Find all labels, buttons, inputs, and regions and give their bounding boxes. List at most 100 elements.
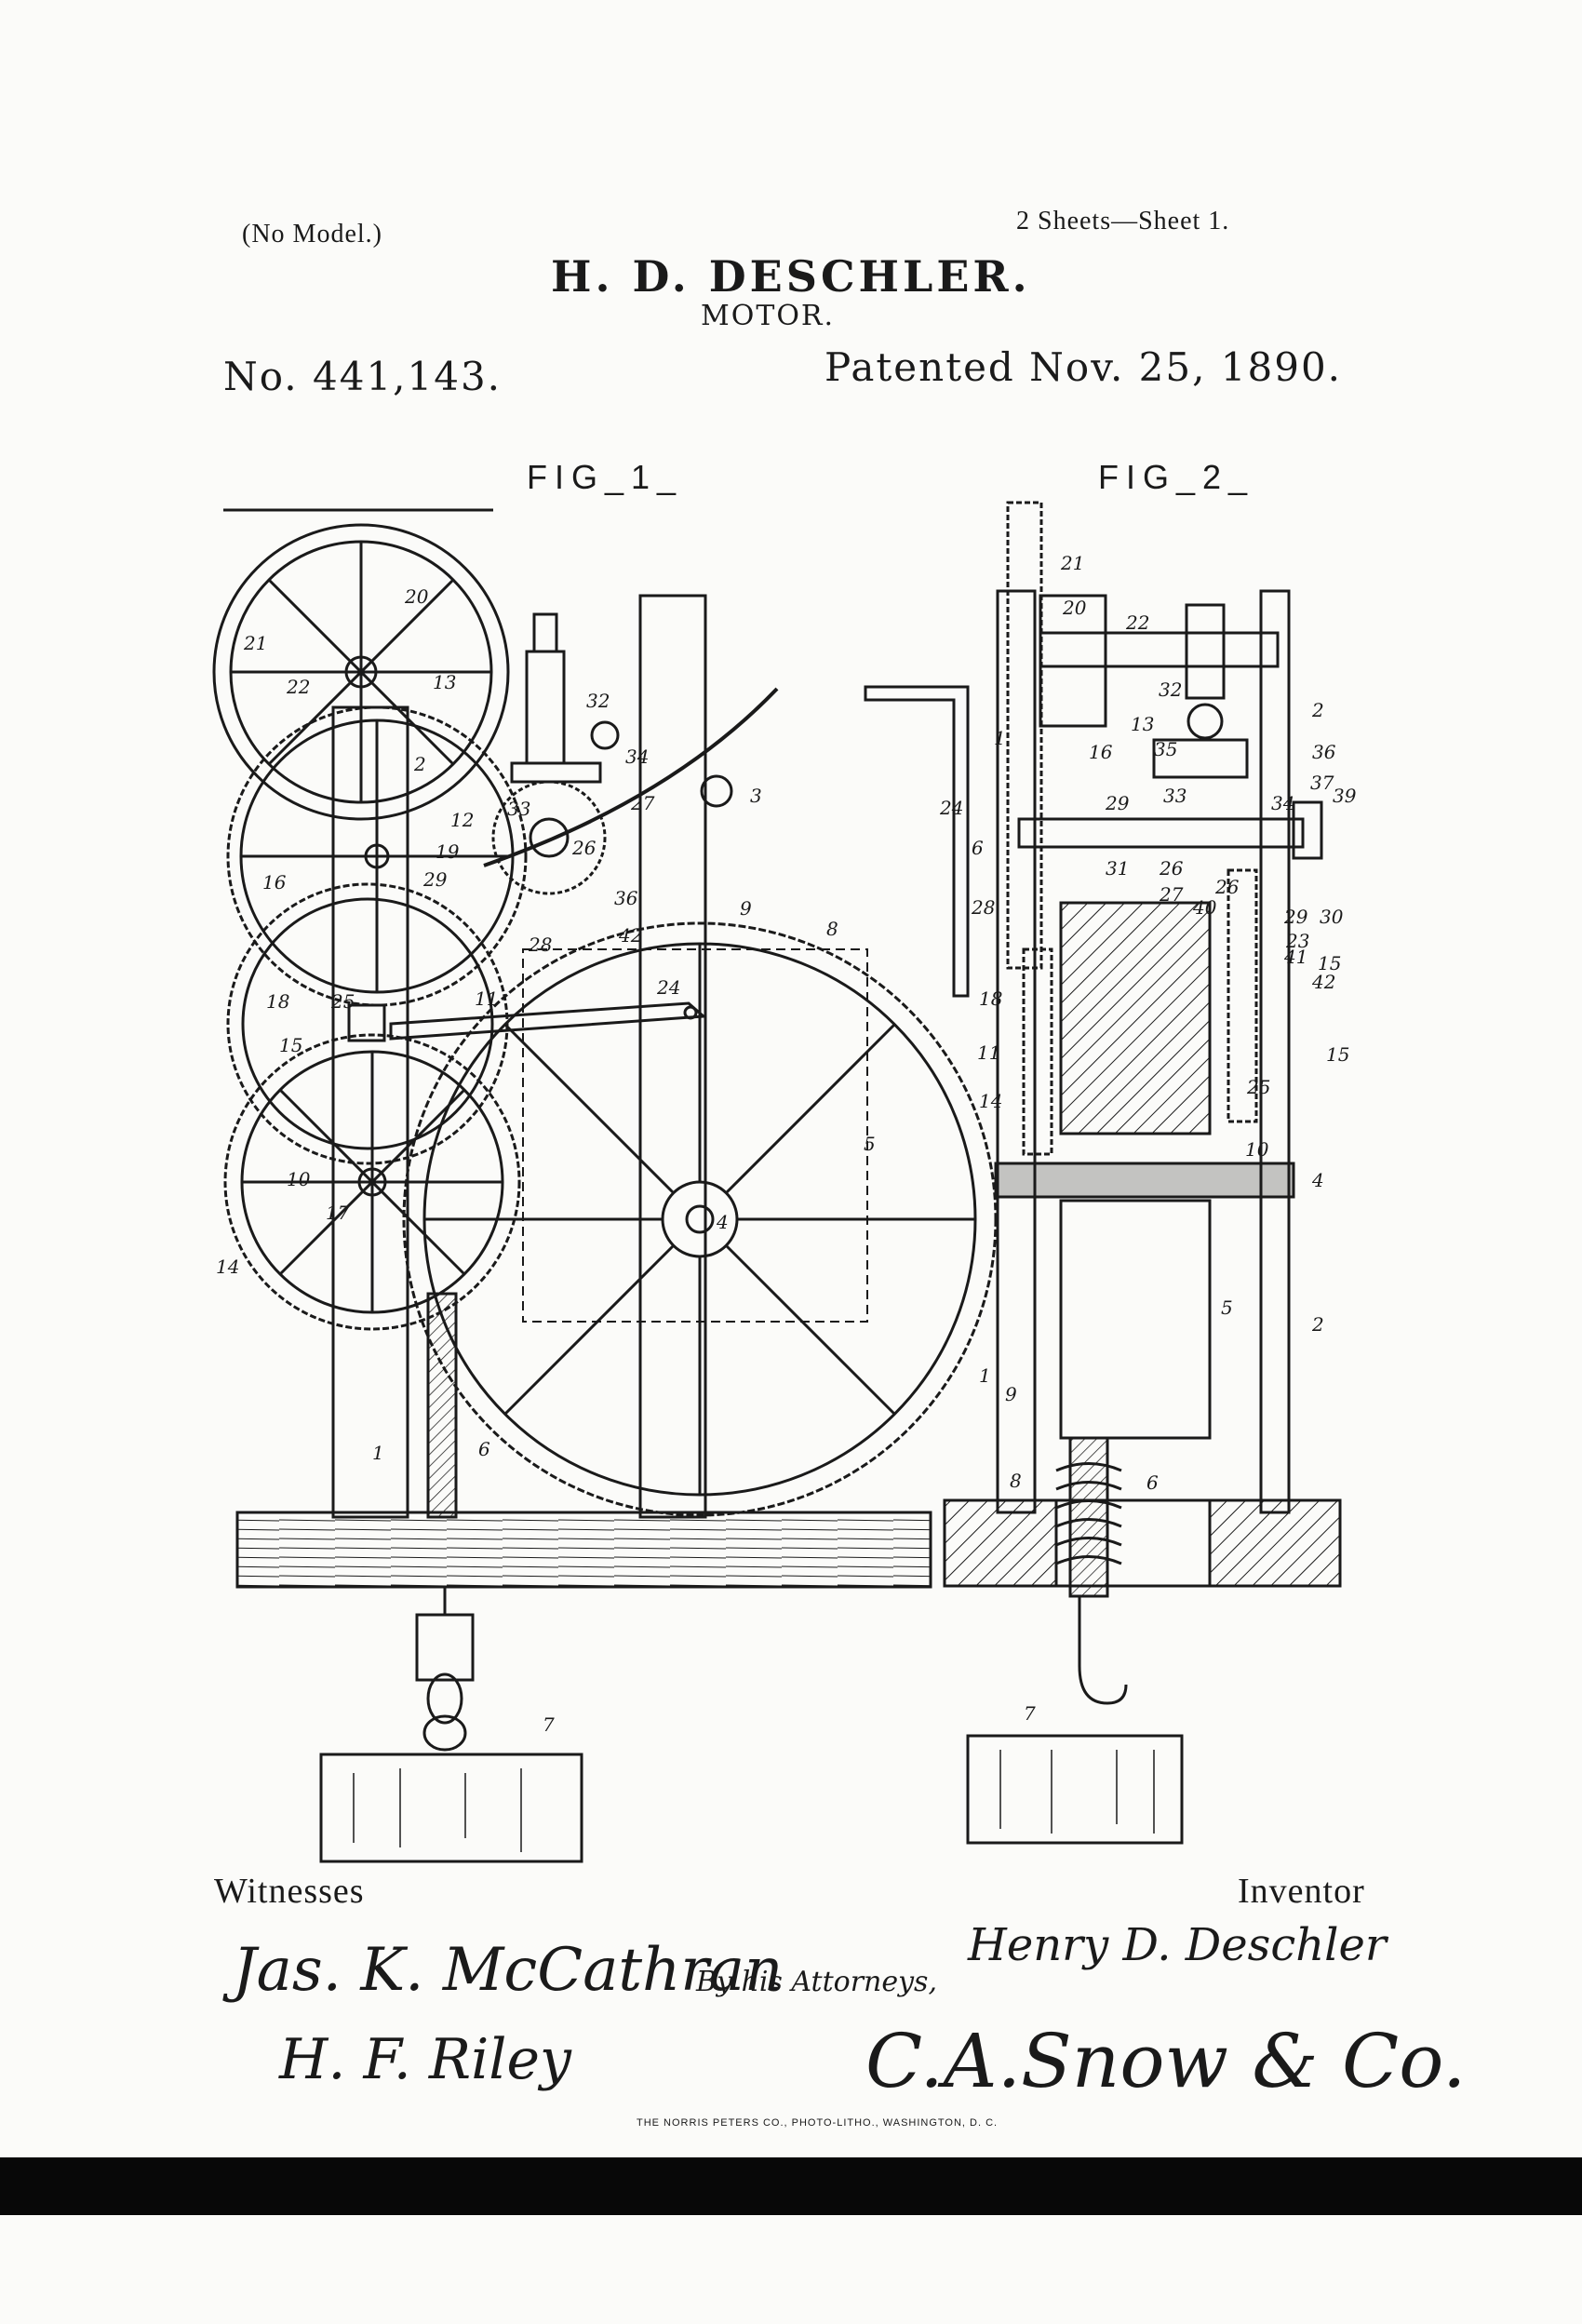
svg-text:25: 25	[1246, 1076, 1270, 1098]
svg-text:34: 34	[625, 746, 649, 768]
svg-text:35: 35	[1154, 738, 1177, 760]
fig2-drum-upper	[1059, 901, 1212, 1135]
svg-text:37: 37	[1310, 772, 1334, 794]
svg-text:14: 14	[216, 1256, 239, 1278]
patent-title: MOTOR.	[701, 300, 836, 332]
fig1-gear-14	[223, 1033, 521, 1331]
fig2-drum-lower	[1059, 1199, 1212, 1440]
fig1-base-beam	[235, 1511, 932, 1589]
by-attorneys-label: By his Attorneys,	[696, 1966, 937, 1998]
svg-text:29: 29	[1105, 792, 1130, 814]
svg-text:15: 15	[1326, 1043, 1349, 1066]
patent-number: No. 441,143.	[223, 354, 503, 399]
svg-text:8: 8	[1010, 1470, 1022, 1492]
svg-text:17: 17	[326, 1202, 350, 1224]
fig-2-label: FIG_2_	[1098, 458, 1255, 496]
svg-text:1: 1	[994, 727, 1006, 749]
svg-text:13: 13	[1131, 713, 1154, 735]
svg-text:19: 19	[436, 840, 460, 863]
svg-text:29: 29	[422, 868, 448, 891]
fig1-post-right	[638, 594, 707, 1519]
fig2-frame-right	[1259, 589, 1291, 1514]
svg-text:30: 30	[1320, 906, 1344, 928]
witness-2-signature: H. F. Riley	[279, 2027, 571, 2092]
svg-text:15: 15	[279, 1034, 302, 1056]
svg-text:28: 28	[971, 896, 995, 919]
model-note: (No Model.)	[242, 220, 382, 249]
inventor-name: H. D. DESCHLER.	[551, 251, 1031, 302]
svg-text:22: 22	[1125, 611, 1149, 634]
svg-text:32: 32	[586, 690, 610, 712]
svg-text:18: 18	[266, 990, 289, 1013]
svg-text:1: 1	[372, 1442, 384, 1464]
svg-text:9: 9	[740, 897, 752, 920]
svg-text:4: 4	[716, 1211, 729, 1233]
svg-text:9: 9	[1005, 1383, 1017, 1405]
fig1-gear-33	[491, 780, 607, 895]
svg-text:21: 21	[243, 632, 267, 654]
svg-text:24: 24	[656, 976, 680, 999]
svg-text:26: 26	[1214, 876, 1240, 898]
svg-text:7: 7	[543, 1713, 555, 1736]
svg-text:11: 11	[977, 1041, 1000, 1064]
inventor-signature: Henry D. Deschler	[968, 1919, 1387, 1971]
svg-text:36: 36	[614, 887, 638, 909]
svg-text:7: 7	[1024, 1702, 1036, 1725]
svg-text:6: 6	[478, 1438, 490, 1460]
svg-text:21: 21	[1060, 552, 1084, 574]
figure-2	[864, 501, 1342, 1845]
svg-text:11: 11	[475, 987, 498, 1010]
svg-text:16: 16	[262, 871, 287, 893]
fig1-pulley-21	[212, 523, 510, 821]
svg-text:20: 20	[1062, 597, 1087, 619]
fig2-reference-numerals: 21 20 22 32 2 13 35 36 1 16 37 39 24 26 …	[939, 552, 1357, 1725]
svg-text:41: 41	[1283, 946, 1307, 968]
scan-edge-bar	[0, 2157, 1582, 2215]
svg-text:40: 40	[1192, 896, 1217, 919]
svg-text:26: 26	[1159, 857, 1184, 880]
svg-text:33: 33	[507, 798, 530, 820]
svg-text:27: 27	[630, 792, 655, 814]
patented-date: Patented Nov. 25, 1890.	[825, 344, 1343, 390]
svg-text:18: 18	[979, 987, 1002, 1010]
svg-text:31: 31	[1106, 857, 1129, 880]
svg-text:23: 23	[1285, 930, 1309, 952]
svg-text:13: 13	[433, 671, 456, 693]
svg-text:15: 15	[1318, 952, 1341, 974]
svg-text:6: 6	[972, 837, 984, 859]
svg-text:26: 26	[571, 837, 597, 859]
svg-text:2: 2	[1311, 699, 1324, 721]
fig2-weight-7	[966, 1734, 1184, 1845]
svg-text:22: 22	[286, 676, 310, 698]
svg-text:36: 36	[1312, 741, 1336, 763]
svg-text:42: 42	[1311, 971, 1335, 993]
svg-text:2: 2	[1311, 1313, 1324, 1336]
fig1-weight-7	[319, 1753, 583, 1863]
svg-text:5: 5	[864, 1133, 876, 1155]
svg-text:10: 10	[287, 1168, 311, 1190]
svg-text:3: 3	[750, 785, 762, 807]
svg-text:4: 4	[1311, 1169, 1324, 1191]
svg-text:10: 10	[1245, 1138, 1269, 1161]
svg-text:32: 32	[1159, 678, 1182, 701]
fig2-gear-21	[1006, 501, 1043, 970]
svg-text:27: 27	[1159, 883, 1184, 906]
svg-text:1: 1	[979, 1364, 991, 1387]
lithographer-credit: THE NORRIS PETERS CO., PHOTO-LITHO., WAS…	[637, 2117, 999, 2129]
svg-text:25: 25	[330, 990, 355, 1013]
figure-1	[212, 508, 998, 1863]
svg-text:42: 42	[618, 924, 642, 947]
witnesses-label: Witnesses	[214, 1872, 365, 1911]
svg-text:28: 28	[528, 934, 552, 956]
svg-text:2: 2	[413, 753, 426, 775]
svg-text:16: 16	[1089, 741, 1113, 763]
svg-text:33: 33	[1163, 785, 1186, 807]
svg-text:20: 20	[404, 585, 429, 608]
fig1-gear-18	[226, 882, 509, 1165]
svg-text:29: 29	[1283, 906, 1308, 928]
fig1-post-left	[331, 705, 409, 1519]
svg-text:24: 24	[939, 797, 963, 819]
sheet-count: 2 Sheets—Sheet 1.	[1016, 207, 1230, 235]
